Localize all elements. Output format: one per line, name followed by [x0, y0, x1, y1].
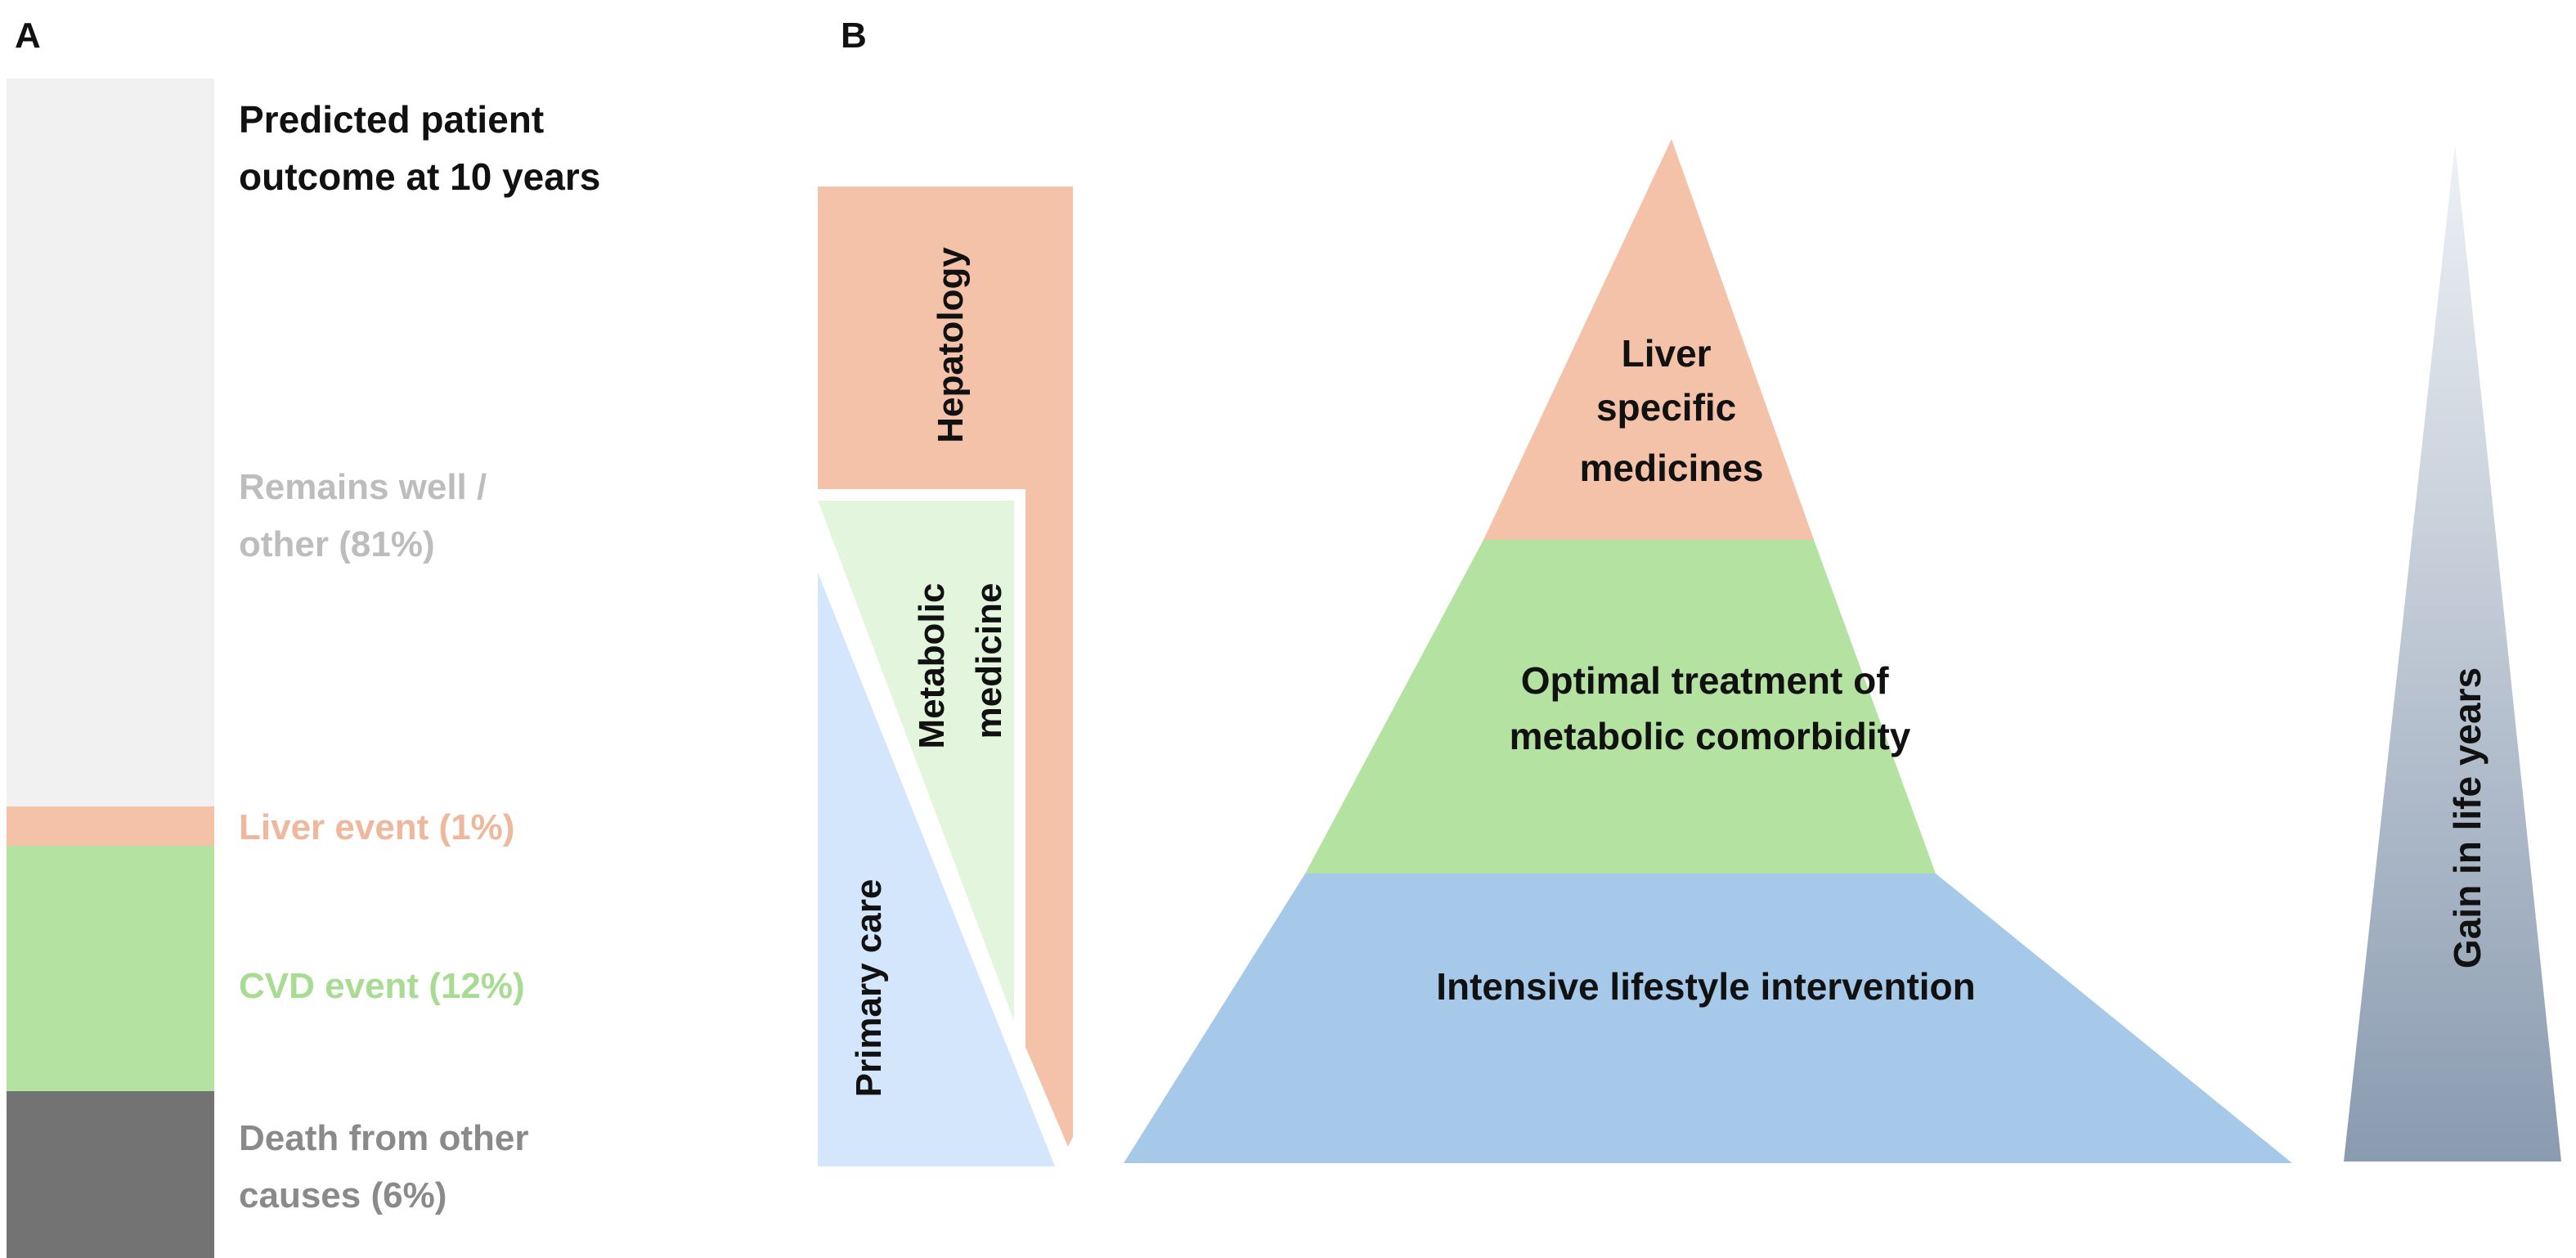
care-label-hepatology-line-1: Hepatology	[931, 247, 971, 443]
tier-label-metabolic-line-1: Optimal treatment of	[1521, 659, 1890, 702]
outcome-label-death-other: Death from other causes (6%)	[239, 1118, 539, 1215]
outcome-label-death-other-line-1: Death from other	[239, 1118, 528, 1158]
hepatology-shape	[818, 186, 1073, 1147]
pyramid-tier-liver-specific	[1483, 139, 1814, 540]
care-label-primary-care-line-1: Primary care	[849, 879, 889, 1098]
outcome-label-remains-well-line-1: Remains well /	[239, 467, 487, 507]
care-label-hepatology: Hepatology	[931, 247, 971, 443]
care-label-metabolic-medicine: Metabolic medicine	[912, 573, 1009, 748]
outcome-title-line-1: Predicted patient	[239, 98, 544, 141]
outcome-segment-death-other	[7, 1091, 214, 1258]
outcome-segment-liver-event	[7, 806, 214, 846]
tier-label-lifestyle-line-1: Intensive lifestyle intervention	[1436, 965, 1976, 1008]
tier-label-liver-specific: Liver specific medicines	[1580, 332, 1764, 489]
gain-label: Gain in life years	[2446, 667, 2488, 968]
outcome-title-line-2: outcome at 10 years	[239, 155, 600, 198]
tier-label-metabolic: Optimal treatment of metabolic comorbidi…	[1510, 659, 1911, 757]
outcome-bar	[7, 79, 214, 1258]
tier-label-lifestyle: Intensive lifestyle intervention	[1436, 965, 1976, 1008]
outcome-label-death-other-line-2: causes (6%)	[239, 1175, 447, 1215]
outcome-label-remains-well-line-2: other (81%)	[239, 524, 435, 564]
care-label-metabolic-medicine-line-1: Metabolic	[912, 583, 952, 749]
panel-b-letter: B	[841, 16, 867, 56]
gain-wedge	[2344, 144, 2561, 1161]
care-label-primary-care: Primary care	[849, 879, 889, 1098]
tier-label-liver-specific-line-1: Liver	[1622, 332, 1712, 375]
outcome-label-cvd-event: CVD event (12%)	[239, 966, 525, 1006]
tier-label-metabolic-line-2: metabolic comorbidity	[1510, 715, 1911, 757]
outcome-label-remains-well: Remains well / other (81%)	[239, 467, 496, 564]
pyramid-tier-lifestyle	[1124, 874, 2292, 1163]
primary-care-shape	[818, 573, 1055, 1166]
outcome-segment-remains-well	[7, 79, 214, 806]
pyramid-tier-metabolic	[1305, 540, 1936, 874]
tier-label-liver-specific-line-3: medicines	[1580, 447, 1764, 489]
panel-a-letter: A	[15, 16, 41, 56]
outcome-label-liver-event: Liver event (1%)	[239, 807, 514, 847]
metabolic-medicine-shape	[818, 501, 1014, 1021]
outcome-title: Predicted patient outcome at 10 years	[239, 98, 600, 198]
outcome-label-liver-event-line-1: Liver event (1%)	[239, 807, 514, 847]
outcome-label-cvd-event-line-1: CVD event (12%)	[239, 966, 525, 1006]
care-label-metabolic-medicine-line-2: medicine	[969, 583, 1009, 739]
tier-label-liver-specific-line-2: specific	[1596, 386, 1736, 429]
outcome-segment-cvd-event	[7, 846, 214, 1091]
